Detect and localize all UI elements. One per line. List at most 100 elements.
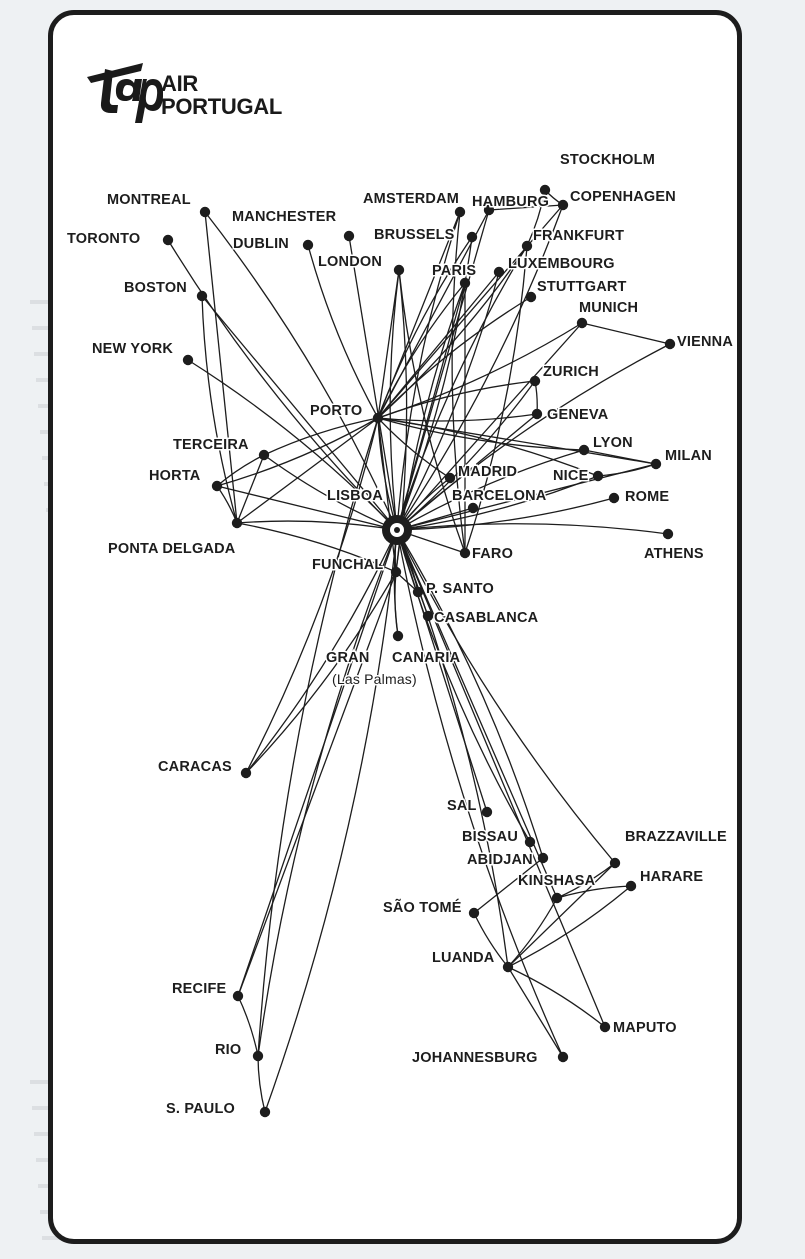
city-label-lyon: LYON: [593, 435, 633, 451]
route-line-lisboa-bissau: [396, 529, 531, 843]
city-dot-milan: [650, 458, 662, 470]
city-dot-brussels: [466, 231, 478, 243]
city-label-nice: NICE: [553, 468, 589, 484]
route-line-porto-caracas: [245, 417, 379, 774]
route-line-lyon-milan: [583, 449, 657, 465]
city-label-geneva: GENEVA: [547, 407, 609, 423]
route-line-luanda-kinshasa: [507, 897, 558, 968]
route-line-luanda-brazzaville: [507, 862, 616, 968]
city-dot-toronto: [162, 234, 174, 246]
city-dot-kinshasa: [551, 892, 563, 904]
route-line-lisboa-maputo: [396, 529, 606, 1028]
city-label-brazzaville: BRAZZAVILLE: [625, 829, 727, 845]
route-line-funchal-recife: [237, 571, 397, 997]
tap-logo-icon: [87, 63, 163, 123]
city-label-maputo: MAPUTO: [613, 1020, 677, 1036]
city-dot-stuttgart: [525, 291, 537, 303]
city-dot-luxembourg: [493, 266, 505, 278]
route-line-funchal-caracas: [245, 571, 397, 774]
city-dot-sal: [481, 806, 493, 818]
city-dot-rome: [608, 492, 620, 504]
route-line-lisboa-london: [389, 269, 400, 531]
route-line-pontadelgada-terceira: [236, 454, 265, 524]
city-label-athens: ATHENS: [644, 546, 704, 562]
city-dot-geneva: [531, 408, 543, 420]
route-line-porto-pontadelgada: [236, 417, 379, 524]
route-line-porto-terceira: [263, 417, 379, 456]
city-label-rome: ROME: [625, 489, 669, 505]
route-line-lisboa-abidjan: [396, 529, 544, 859]
city-label-abidjan: ABIDJAN: [467, 852, 533, 868]
route-line-porto-amsterdam: [377, 211, 461, 419]
city-label-madrid: MADRID: [458, 464, 517, 480]
route-line-lisboa-brussels: [396, 236, 473, 531]
city-label-pontadelgada: PONTA DELGADA: [108, 541, 236, 557]
brand-line-portugal: PORTUGAL: [161, 94, 283, 119]
city-dot-spaulo: [259, 1106, 271, 1118]
route-line-lisboa-toronto: [167, 239, 398, 531]
route-line-lisboa-boston: [201, 295, 398, 531]
city-label-johannesburg: JOHANNESBURG: [412, 1050, 538, 1066]
city-dot-munich: [576, 317, 588, 329]
city-dot-brazzaville: [609, 857, 621, 869]
city-label-funchal: FUNCHAL: [312, 557, 383, 573]
city-dot-harare: [625, 880, 637, 892]
city-dot-bissau: [524, 836, 536, 848]
route-line-pontadelgada-boston: [201, 295, 238, 524]
city-label-bissau: BISSAU: [462, 829, 518, 845]
route-line-luanda-maputo: [507, 966, 606, 1028]
route-line-lisboa-munich: [396, 322, 583, 531]
city-dot-casablanca: [422, 610, 434, 622]
city-label-canaria: CANARIA: [392, 650, 461, 666]
city-dot-lyon: [578, 444, 590, 456]
route-line-porto-rio: [257, 417, 379, 1057]
city-label-brussels: BRUSSELS: [374, 227, 455, 243]
city-label-boston: BOSTON: [124, 280, 187, 296]
route-line-lisboa-horta: [216, 485, 398, 531]
brand-wordmark: AIR PORTUGAL: [161, 72, 282, 118]
city-dot-rio: [252, 1050, 264, 1062]
route-line-porto-milan: [377, 417, 657, 465]
route-line-lisboa-newyork: [187, 359, 398, 531]
city-dot-pontadelgada: [231, 517, 243, 529]
city-dot-dublin: [302, 239, 314, 251]
route-line-lisboa-lyon: [396, 449, 585, 531]
route-line-porto-madrid: [377, 417, 451, 479]
city-label-copenhagen: COPENHAGEN: [570, 189, 676, 205]
route-line-faro-frankfurt: [464, 245, 528, 554]
city-label-laspalmas: (Las Palmas): [332, 671, 417, 687]
route-line-lisboa-hamburg: [396, 209, 490, 531]
city-label-spaulo: S. PAULO: [166, 1101, 235, 1117]
route-line-abidjan-saotome: [473, 857, 544, 914]
route-line-lisboa-spaulo: [264, 529, 398, 1113]
city-dot-athens: [662, 528, 674, 540]
city-dot-copenhagen: [557, 199, 569, 211]
city-label-amsterdam: AMSTERDAM: [363, 191, 459, 207]
city-label-newyork: NEW YORK: [92, 341, 173, 357]
route-line-funchal-pontadelgada: [236, 522, 397, 573]
route-line-lisboa-athens: [396, 523, 669, 535]
city-dot-porto: [372, 412, 384, 424]
route-line-faro-amsterdam: [451, 211, 466, 554]
city-label-rio: RIO: [215, 1042, 241, 1058]
city-label-montreal: MONTREAL: [107, 192, 191, 208]
route-line-kinshasa-harare: [556, 885, 632, 899]
route-line-porto-stuttgart: [377, 296, 532, 419]
city-dot-amsterdam: [454, 206, 466, 218]
city-dot-saotome: [468, 907, 480, 919]
route-line-porto-funchal: [377, 417, 397, 573]
route-line-lisboa-rome: [396, 497, 615, 531]
route-line-lisboa-rio: [257, 529, 398, 1057]
city-dot-vienna: [664, 338, 676, 350]
city-dot-london: [393, 264, 405, 276]
route-line-luanda-johannesburg: [507, 966, 564, 1058]
route-line-lisboa-recife: [237, 529, 398, 997]
city-label-stockholm: STOCKHOLM: [560, 152, 655, 168]
city-label-terceira: TERCEIRA: [173, 437, 249, 453]
city-label-caracas: CARACAS: [158, 759, 232, 775]
city-dot-recife: [232, 990, 244, 1002]
hub-marker-lisboa: [382, 515, 412, 545]
route-line-funchal-canaria: [394, 571, 399, 637]
